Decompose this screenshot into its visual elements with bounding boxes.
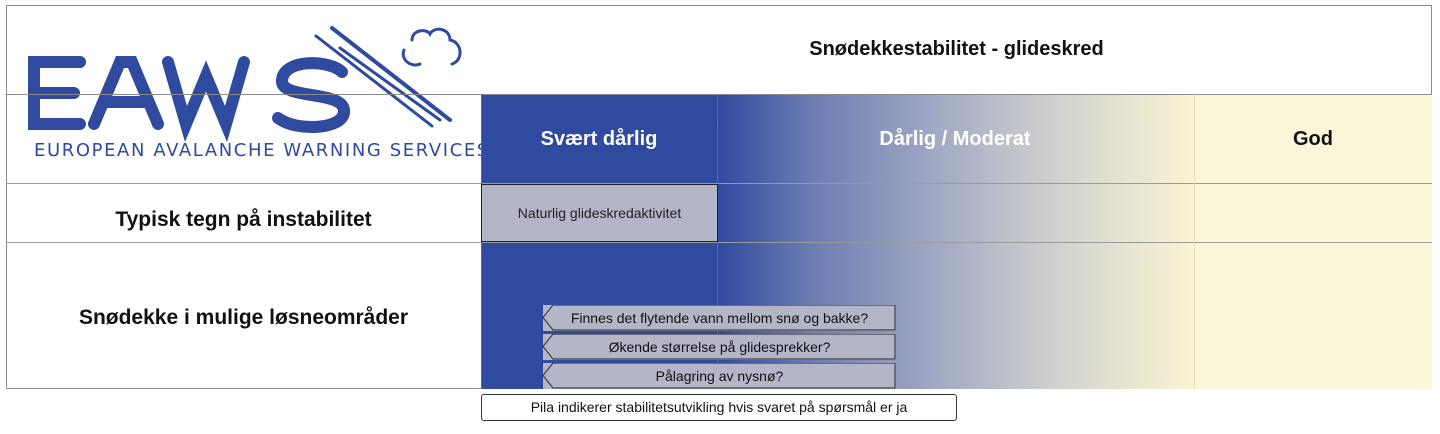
column-divider-2: [1194, 94, 1195, 389]
row-divider-1: [6, 183, 1432, 184]
sign-box: Naturlig glideskredaktivitet: [481, 184, 718, 242]
row-label-signs: Typisk tegn på instabilitet: [115, 208, 372, 231]
header-divider: [6, 94, 1432, 95]
column-header-very-poor: Svært dårlig: [540, 128, 658, 150]
row-divider-2: [6, 242, 1432, 243]
question-text-2: Økende størrelse på glidesprekker?: [608, 339, 831, 355]
arrow-legend-note: Pila indikerer stabilitetsutvikling hvis…: [481, 394, 957, 421]
question-text-3: Pålagring av nysnø?: [655, 368, 784, 384]
arrow-shape: [543, 305, 896, 331]
logo-tagline: EUROPEAN AVALANCHE WARNING SERVICES: [34, 140, 490, 161]
row-label-snowpack: Snødekke i mulige løsneområder: [78, 306, 409, 329]
question-arrow-3: Pålagring av nysnø?: [543, 363, 896, 389]
column-header-poor-moderate: Dårlig / Moderat: [879, 128, 1031, 150]
eaws-logo: [28, 26, 462, 143]
question-text-1: Finnes det flytende vann mellom snø og b…: [570, 310, 869, 326]
column-header-good: God: [1293, 128, 1333, 150]
question-arrow-2: Økende størrelse på glidesprekker?: [543, 334, 896, 360]
arrow-shape: [543, 334, 896, 360]
arrow-shape: [543, 363, 896, 389]
diagram-title: Snødekkestabilitet - glideskred: [809, 38, 1104, 60]
question-arrow-1: Finnes det flytende vann mellom snø og b…: [543, 305, 896, 331]
